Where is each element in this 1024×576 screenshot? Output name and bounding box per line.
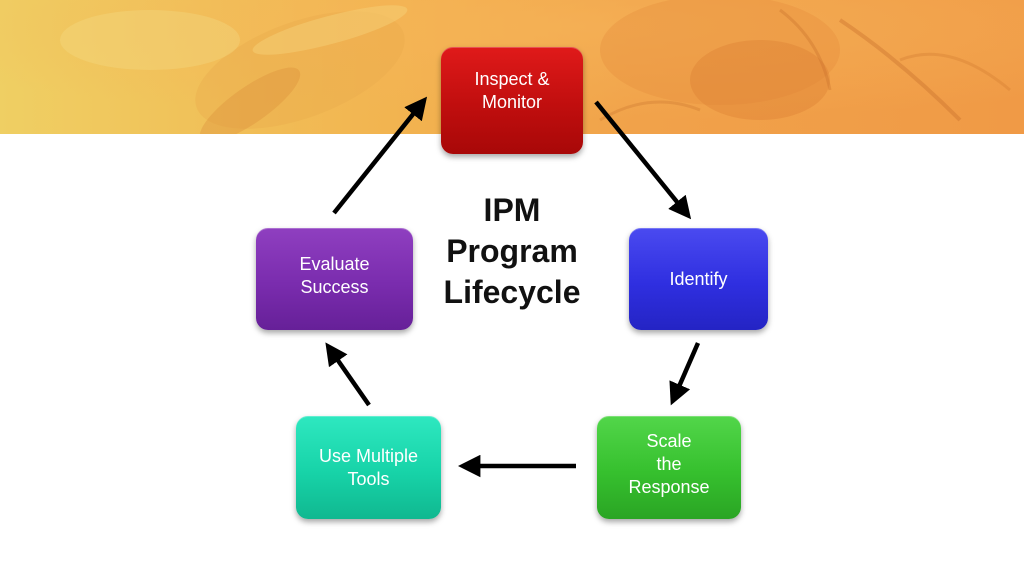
arrow-inspect-to-identify <box>594 100 692 220</box>
node-scale-response: Scale the Response <box>597 416 741 519</box>
node-inspect-monitor-label: Inspect & Monitor <box>474 68 550 112</box>
arrow-tools-to-evaluate <box>325 342 371 407</box>
node-scale-response-label: Scale the Response <box>628 431 710 497</box>
node-identify: Identify <box>629 228 768 330</box>
node-evaluate-success-label: Evaluate Success <box>299 254 370 297</box>
arrow-identify-to-scale <box>669 342 701 406</box>
node-inspect-monitor: Inspect & Monitor <box>441 47 583 154</box>
node-identify-label: Identify <box>669 268 728 289</box>
arrow-evaluate-to-inspect <box>332 96 428 215</box>
diagram-title: IPM Program Lifecycle <box>443 192 581 310</box>
node-use-multiple-tools: Use Multiple Tools <box>296 416 441 519</box>
node-evaluate-success: Evaluate Success <box>256 228 413 330</box>
node-use-multiple-tools-label: Use Multiple Tools <box>318 445 419 489</box>
